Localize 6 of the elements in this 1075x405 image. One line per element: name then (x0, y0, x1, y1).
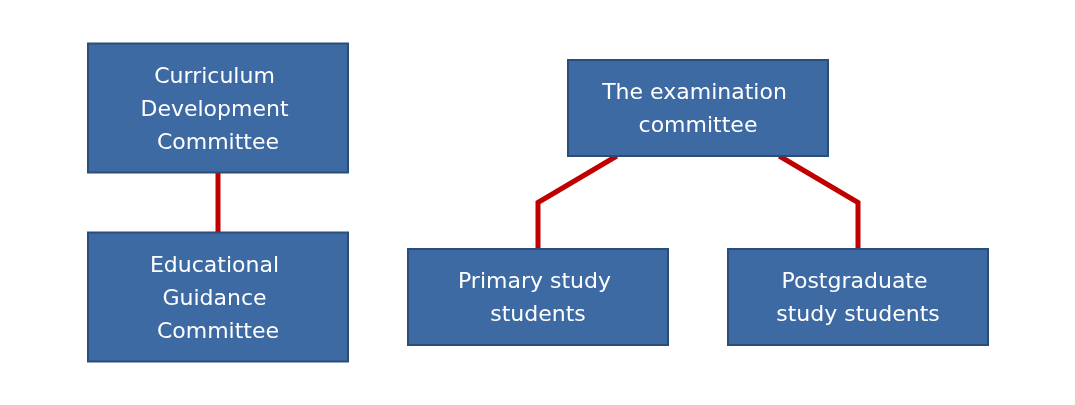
node-box: Primary study students (406, 248, 669, 346)
node-box: Educational Guidance Committee (86, 231, 349, 363)
node-box: The examination committee (566, 59, 829, 157)
node-box: Curriculum Development Committee (86, 42, 349, 174)
connector (215, 172, 220, 233)
node-box: Postgraduate study students (726, 248, 989, 346)
